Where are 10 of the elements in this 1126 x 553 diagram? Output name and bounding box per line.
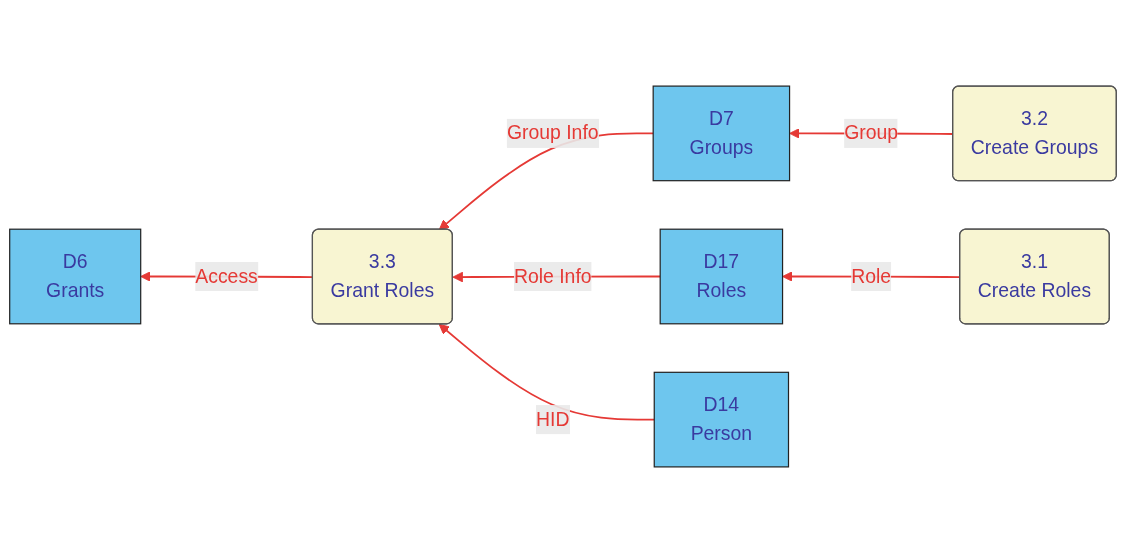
edge-label: Access xyxy=(195,265,258,287)
edge-label: Group xyxy=(844,122,899,144)
edge-label: Role xyxy=(851,265,892,287)
edge-label: Role Info xyxy=(513,265,592,287)
edge-label: Group Info xyxy=(506,122,599,144)
node-box: D7 Groups xyxy=(652,85,791,182)
node-box: D17 Roles xyxy=(659,228,784,325)
edge-label: HID xyxy=(536,408,570,430)
node-box: D14 Person xyxy=(653,371,790,468)
node-box: D6 Grants xyxy=(9,228,142,325)
